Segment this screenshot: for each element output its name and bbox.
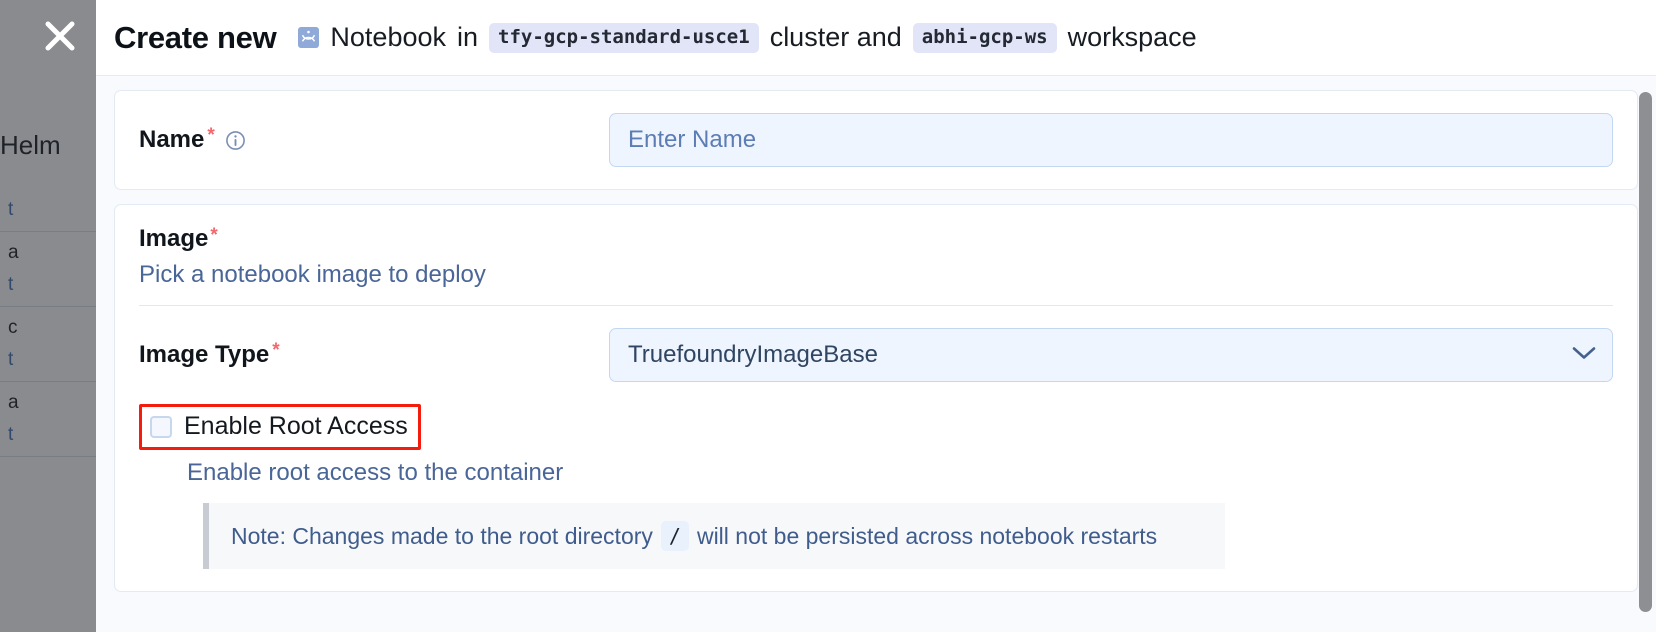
root-access-block: Enable Root Access Enable root access to…: [115, 404, 1637, 591]
required-marker: *: [272, 339, 280, 361]
jupyter-icon: [298, 27, 320, 48]
enable-root-access-label: Enable Root Access: [184, 412, 408, 440]
enable-root-access-highlight[interactable]: Enable Root Access: [139, 404, 421, 450]
modal-body: Name * Ima: [96, 76, 1656, 632]
note-prefix: Note: Changes made to the root directory: [231, 522, 653, 549]
section-divider: [139, 305, 1613, 306]
name-field-row: Name *: [115, 91, 1637, 189]
name-label-group: Name *: [139, 126, 609, 154]
image-section-card: Image * Pick a notebook image to deploy …: [114, 204, 1638, 592]
image-type-selected-value: TruefoundryImageBase: [628, 341, 878, 368]
root-access-help-text: Enable root access to the container: [187, 459, 564, 486]
root-access-note: Note: Changes made to the root directory…: [203, 503, 1225, 569]
image-section-header: Image * Pick a notebook image to deploy: [115, 205, 1637, 305]
required-marker: *: [210, 225, 218, 246]
close-button[interactable]: [36, 12, 84, 60]
required-marker: *: [207, 124, 215, 146]
page-title: Create new: [114, 19, 277, 55]
image-type-row: Image Type * TruefoundryImageBase: [115, 306, 1637, 404]
modal-header: Create new Notebook in tfy-gcp-standard-…: [96, 0, 1656, 76]
create-notebook-modal: Create new Notebook in tfy-gcp-standard-…: [96, 0, 1656, 632]
workspace-word: workspace: [1067, 22, 1197, 52]
name-label: Name: [139, 126, 205, 153]
name-input-wrapper: [609, 113, 1613, 167]
info-icon[interactable]: [225, 130, 246, 151]
note-code-chip: /: [660, 521, 689, 551]
enable-root-access-checkbox[interactable]: [150, 415, 172, 438]
close-icon: [40, 16, 80, 56]
workspace-chip: abhi-gcp-ws: [912, 22, 1057, 53]
resource-type-label: Notebook: [330, 22, 446, 52]
image-type-label-group: Image Type *: [139, 341, 609, 369]
name-input[interactable]: [609, 113, 1613, 167]
image-type-control: TruefoundryImageBase: [609, 328, 1613, 382]
image-type-label: Image Type: [139, 341, 270, 368]
image-type-select-wrapper: TruefoundryImageBase: [609, 328, 1613, 382]
image-type-select[interactable]: TruefoundryImageBase: [609, 328, 1613, 382]
image-description: Pick a notebook image to deploy: [139, 261, 486, 288]
in-word: in: [457, 22, 479, 52]
image-label: Image: [139, 225, 209, 252]
note-suffix: will not be persisted across notebook re…: [696, 522, 1158, 549]
cluster-word: cluster and: [769, 22, 902, 52]
cluster-chip: tfy-gcp-standard-usce1: [489, 22, 759, 53]
image-title-group: Image *: [139, 225, 1613, 253]
scrollbar-thumb[interactable]: [1639, 92, 1652, 612]
name-field-card: Name *: [114, 90, 1638, 190]
